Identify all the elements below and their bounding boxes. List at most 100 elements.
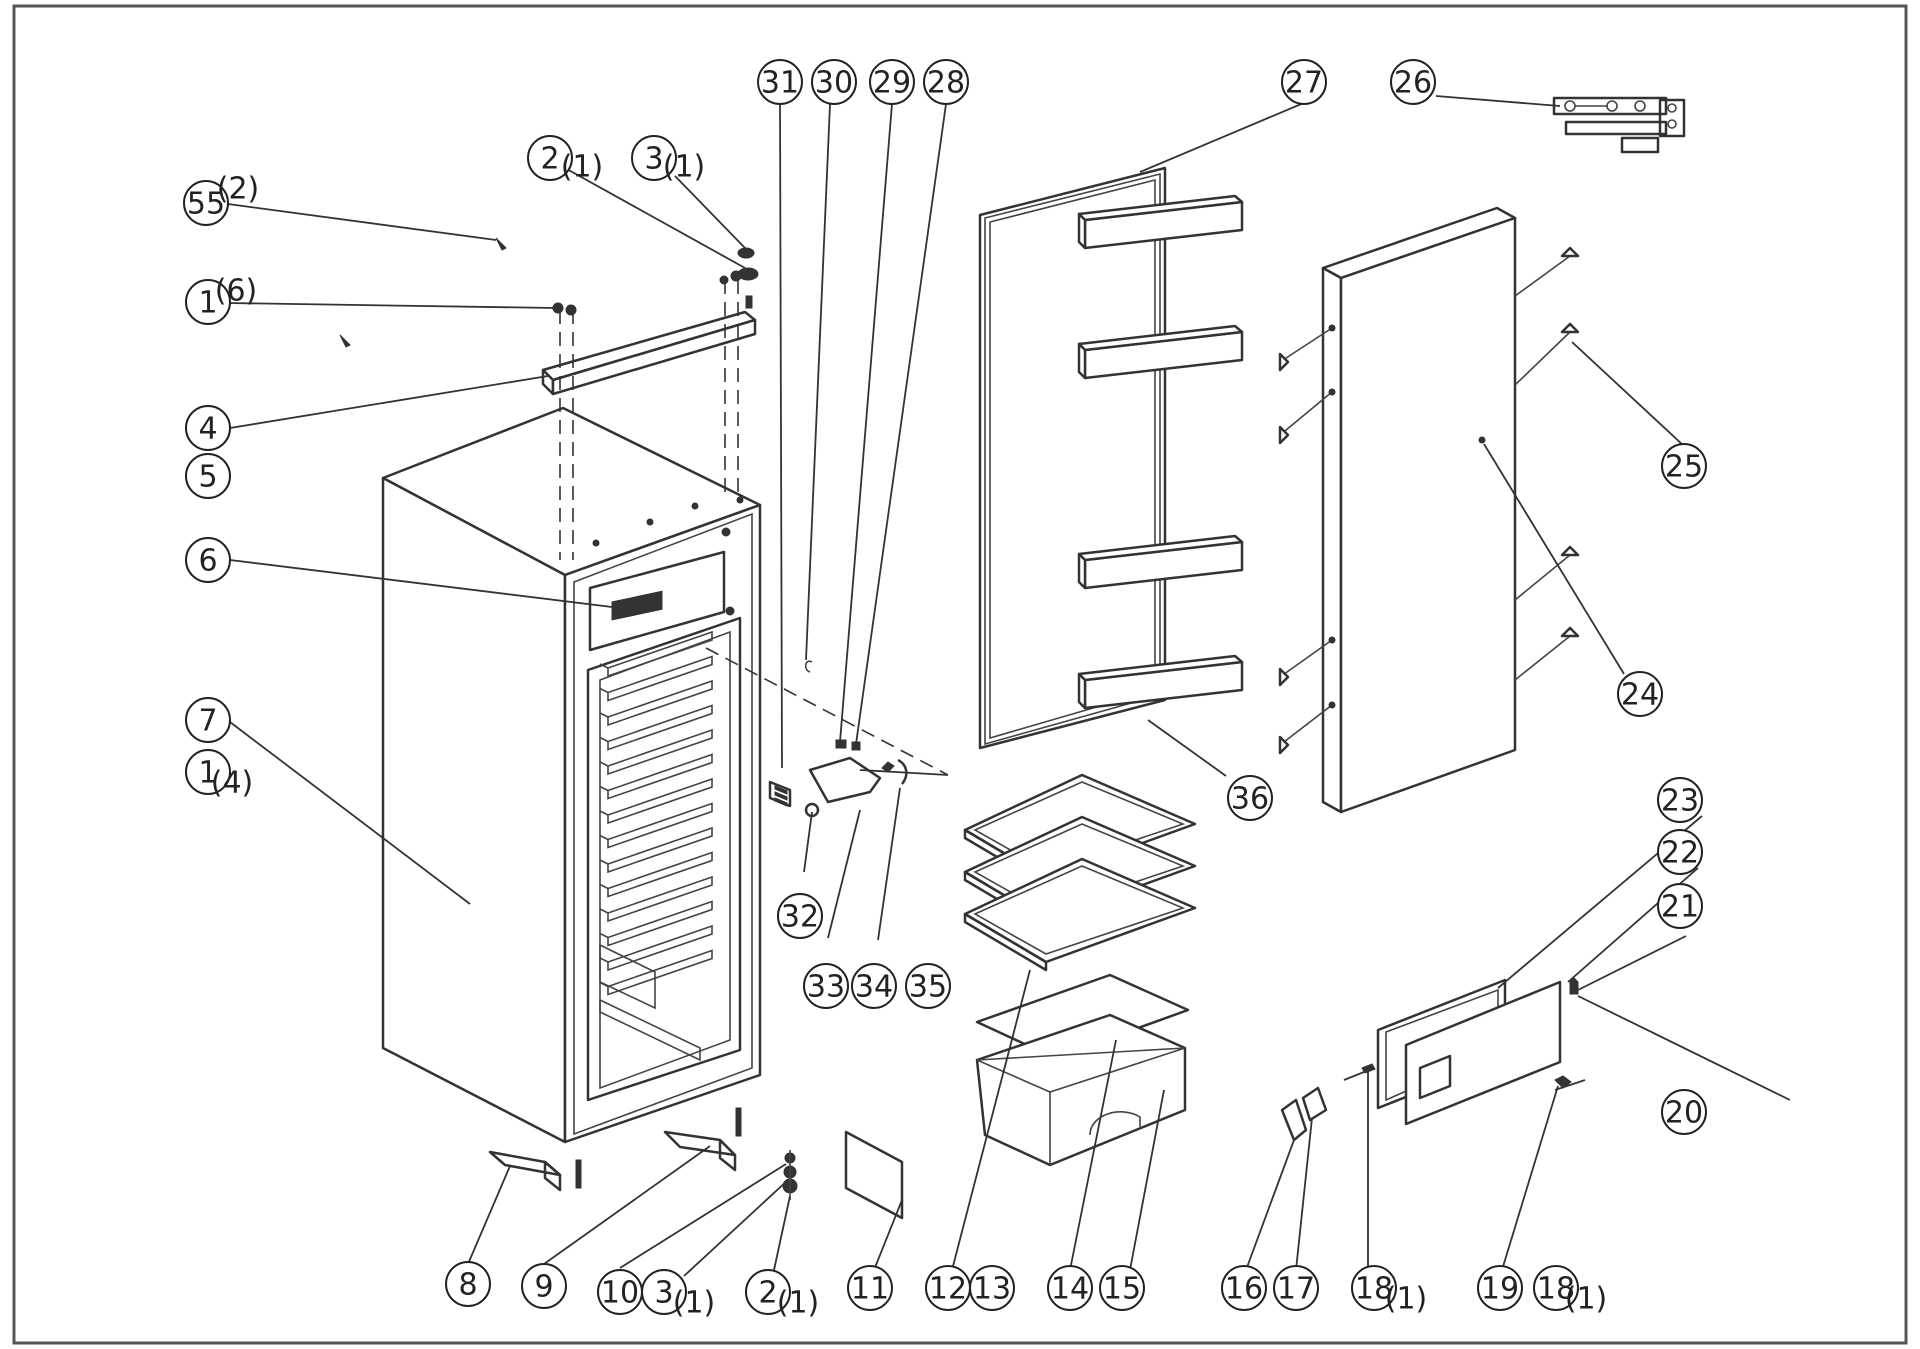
callout-1: 1(6) [185, 274, 258, 325]
shelf-rib [607, 655, 713, 702]
callout-number: 28 [927, 66, 965, 101]
callout-number: 17 [1277, 1272, 1315, 1307]
inner-door [978, 166, 1167, 750]
callout-number: 31 [761, 66, 799, 101]
callout-12: 12 [925, 1265, 971, 1311]
pin-head-icon [1560, 246, 1580, 258]
shelf-rib [607, 630, 713, 678]
callout-quantity: (2) [217, 172, 260, 207]
lamp-assembly [705, 647, 949, 818]
top-cover [339, 237, 759, 560]
callout-number: 2 [540, 142, 559, 177]
callout-number: 21 [1661, 890, 1699, 925]
shelf-rib-edge [599, 957, 609, 963]
callout-26: 26 [1390, 59, 1436, 105]
pin-head-icon [1560, 626, 1580, 638]
shelf-rib-edge [599, 859, 609, 865]
callout-quantity: (4) [211, 766, 254, 801]
pin-hole [1328, 636, 1336, 644]
callout-number: 27 [1285, 66, 1323, 101]
callout-number: 6 [198, 544, 217, 579]
freezer-door [1376, 977, 1586, 1126]
callout-32: 32 [777, 893, 823, 939]
callout-number: 26 [1394, 66, 1432, 101]
pin-shaft [1279, 639, 1333, 678]
callout-number: 11 [851, 1272, 889, 1307]
shelf-rib [607, 753, 713, 800]
pin-hole [1328, 701, 1336, 709]
pin-shaft [1514, 554, 1571, 601]
shelf-rib-edge [599, 663, 609, 669]
callout-2: 2(1) [527, 135, 604, 185]
callout-34: 34 [851, 963, 897, 1009]
pin-shaft [1514, 331, 1571, 386]
shelf-rib-edge [599, 736, 609, 743]
pin-shaft [1279, 391, 1333, 436]
callout-quantity: (1) [561, 150, 604, 185]
callout-quantity: (6) [215, 274, 258, 309]
callout-3: 3(1) [631, 135, 706, 185]
pin-head-icon [1560, 545, 1580, 557]
callout-number: 10 [601, 1276, 639, 1311]
balcony-side [1077, 212, 1087, 250]
callout-number: 1 [198, 286, 217, 321]
callout-28: 28 [923, 59, 969, 105]
callout-24: 24 [1617, 671, 1663, 717]
callout-10: 10 [597, 1269, 643, 1315]
pin-head-icon [1278, 352, 1290, 372]
shelf-rib-edge [599, 687, 609, 694]
callout-31: 31 [757, 59, 803, 105]
callout-number: 5 [198, 460, 217, 495]
callout-number: 30 [815, 66, 853, 101]
callout-number: 1 [198, 756, 217, 791]
callout-29: 29 [869, 59, 915, 105]
callout-22: 22 [1657, 829, 1703, 875]
callout-number: 25 [1665, 450, 1703, 485]
pin-shaft [1514, 255, 1571, 297]
callout-number: 18 [1355, 1272, 1393, 1307]
callout-number: 18 [1537, 1272, 1575, 1307]
pin-head-icon [1278, 425, 1290, 445]
callout-1: 1(4) [185, 749, 254, 801]
callout-number: 55 [187, 187, 225, 222]
callout-number: 13 [973, 1272, 1011, 1307]
callout-number: 7 [198, 704, 217, 739]
callout-2: 2(1) [745, 1269, 819, 1321]
shelf-rib-edge [599, 834, 609, 841]
callout-quantity: (1) [663, 150, 706, 185]
callout-15: 15 [1099, 1265, 1145, 1311]
shelf-rib [607, 679, 713, 727]
callout-number: 33 [807, 970, 845, 1005]
callout-number: 23 [1661, 784, 1699, 819]
cabinet-body [381, 406, 762, 1144]
balcony-side [1077, 672, 1087, 710]
callout-6: 6 [185, 537, 231, 583]
callout-19: 19 [1477, 1265, 1523, 1311]
pin-hole [1328, 388, 1336, 396]
shelf-rib [607, 826, 713, 874]
callout-quantity: (1) [1565, 1282, 1608, 1317]
callout-20: 20 [1661, 1089, 1707, 1135]
pin-head-icon [1560, 322, 1580, 334]
callout-number: 16 [1225, 1272, 1263, 1307]
callout-17: 17 [1273, 1265, 1319, 1311]
small-parts [1280, 1063, 1376, 1142]
callout-3: 3(1) [641, 1269, 715, 1321]
pin-shaft [1279, 327, 1333, 363]
callout-7: 7 [185, 697, 231, 743]
pin-hole [1328, 324, 1336, 332]
callout-number: 36 [1231, 782, 1269, 817]
callout-number: 14 [1051, 1272, 1089, 1307]
callout-9: 9 [521, 1263, 567, 1309]
callout-5: 5 [185, 453, 231, 499]
callout-14: 14 [1047, 1265, 1093, 1311]
callout-21: 21 [1657, 883, 1703, 929]
callout-18: 18(1) [1351, 1265, 1427, 1317]
shelf-rib-edge [599, 908, 609, 914]
shelf-rib [607, 851, 713, 898]
shelf-rib-edge [599, 785, 609, 792]
shelf-rib [607, 924, 713, 972]
callout-18: 18(1) [1533, 1265, 1608, 1317]
pin-head-icon [1278, 667, 1290, 687]
